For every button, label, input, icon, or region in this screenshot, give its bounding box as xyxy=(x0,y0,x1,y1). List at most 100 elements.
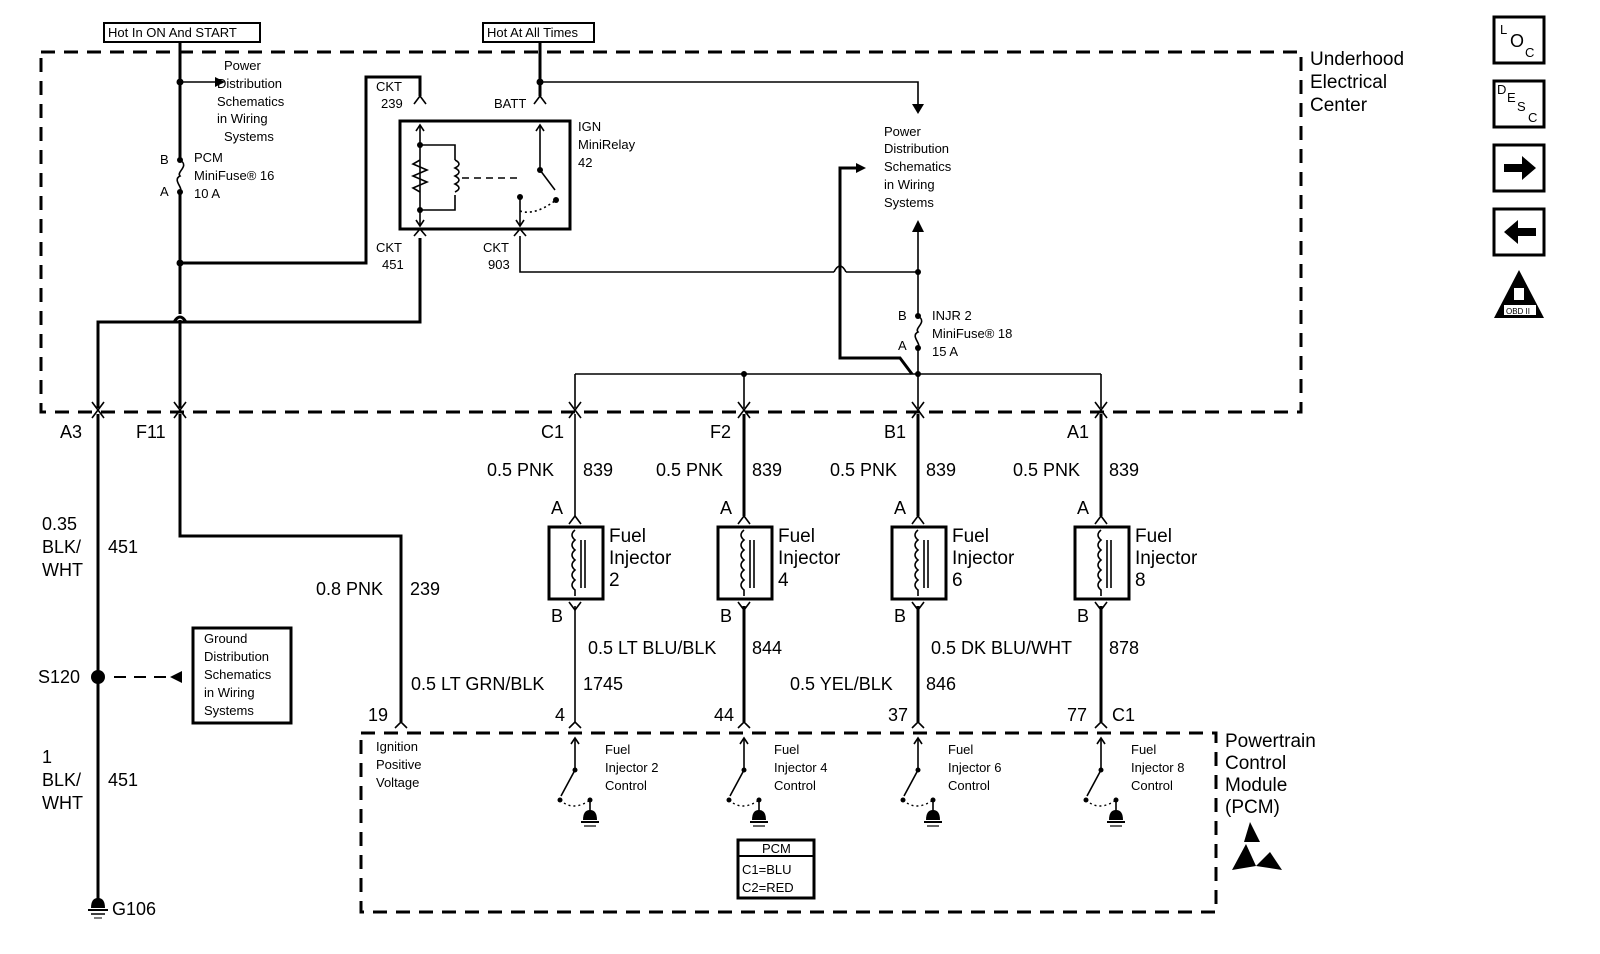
svg-text:Schematics: Schematics xyxy=(204,667,272,682)
svg-text:Systems: Systems xyxy=(884,195,934,210)
svg-text:B: B xyxy=(898,308,907,323)
svg-text:MiniFuse® 16: MiniFuse® 16 xyxy=(194,168,274,183)
svg-text:239: 239 xyxy=(381,96,403,111)
svg-text:239: 239 xyxy=(410,579,440,599)
svg-text:BLK/: BLK/ xyxy=(42,770,81,790)
pcm-minifuse: B A PCM MiniFuse® 16 10 A xyxy=(160,150,274,201)
pin-b-label: B xyxy=(894,606,906,626)
ground-icon xyxy=(1107,810,1125,827)
svg-text:0.35: 0.35 xyxy=(42,514,77,534)
fuel-injector-icon xyxy=(1073,525,1131,601)
pcm-connector-c1: C1 xyxy=(1112,705,1135,725)
svg-text:Powertrain: Powertrain xyxy=(1225,731,1316,752)
driver-label: Fuel xyxy=(1131,742,1156,757)
ground-icon xyxy=(750,810,768,827)
injr-minifuse: B A INJR 2 MiniFuse® 18 15 A xyxy=(898,308,1012,359)
svg-text:Module: Module xyxy=(1225,775,1287,796)
svg-text:Electrical: Electrical xyxy=(1310,72,1387,93)
svg-text:Positive: Positive xyxy=(376,757,422,772)
pin-a-label: A xyxy=(551,498,563,518)
svg-text:(PCM): (PCM) xyxy=(1225,797,1280,818)
injector-name: Fuel xyxy=(1135,526,1172,547)
svg-text:PCM: PCM xyxy=(194,150,223,165)
fuel-injector-icon xyxy=(890,525,948,601)
svg-text:A: A xyxy=(898,338,907,353)
arrow-left-icon xyxy=(1504,220,1536,244)
svg-text:451: 451 xyxy=(382,257,404,272)
fuel-injector-icon xyxy=(547,525,605,601)
pcm-boundary xyxy=(359,731,1218,914)
power-distribution-ref-1: Power Distribution Schematics in Wiring … xyxy=(217,58,285,144)
injector-name: Fuel xyxy=(778,526,815,547)
control-wire-color: 0.5 LT BLU/BLK xyxy=(588,638,716,658)
svg-text:42: 42 xyxy=(578,155,592,170)
feed-wire-color: 0.5 PNK xyxy=(830,460,897,480)
feed-wire-color: 0.5 PNK xyxy=(487,460,554,480)
svg-text:451: 451 xyxy=(108,537,138,557)
svg-text:Distribution: Distribution xyxy=(884,141,949,156)
svg-text:L: L xyxy=(1500,22,1507,37)
feed-circuit-number: 839 xyxy=(1109,460,1139,480)
coil-icon xyxy=(453,159,460,193)
ground-distribution-ref: Ground Distribution Schematics in Wiring… xyxy=(191,626,293,725)
svg-text:A: A xyxy=(160,184,169,199)
pcm-connector-legend: PCM C1=BLU C2=RED xyxy=(736,838,816,900)
svg-text:Hot At All Times: Hot At All Times xyxy=(487,25,579,40)
svg-text:C1=BLU: C1=BLU xyxy=(742,862,792,877)
svg-text:Systems: Systems xyxy=(204,703,254,718)
power-distribution-ref-2: Power Distribution Schematics in Wiring … xyxy=(884,124,952,210)
pcm-pin-number: 4 xyxy=(555,705,565,725)
connector-label: A1 xyxy=(1067,422,1089,442)
location-button[interactable]: L O C xyxy=(1492,15,1546,65)
next-page-button[interactable] xyxy=(1492,143,1546,193)
svg-text:O: O xyxy=(1510,31,1524,51)
feed-circuit-number: 839 xyxy=(752,460,782,480)
underhood-boundary xyxy=(39,50,1303,414)
hot-in-on-start-label: Hot In ON And START xyxy=(103,22,261,43)
arrow-icon xyxy=(215,77,225,87)
ign-minirelay: IGN MiniRelay 42 xyxy=(398,119,636,231)
esd-warning-icon xyxy=(1232,822,1282,870)
svg-text:Control: Control xyxy=(605,778,647,793)
svg-text:B: B xyxy=(160,152,169,167)
driver-label: Fuel xyxy=(774,742,799,757)
obd-ii-button[interactable]: OBD II xyxy=(1494,270,1544,318)
svg-text:in Wiring: in Wiring xyxy=(204,685,255,700)
svg-text:in Wiring: in Wiring xyxy=(884,177,935,192)
driver-label: Fuel xyxy=(605,742,630,757)
svg-text:Control: Control xyxy=(1131,778,1173,793)
pcm-title: Powertrain Control Module (PCM) xyxy=(1225,731,1316,818)
svg-text:Control: Control xyxy=(774,778,816,793)
svg-text:MiniFuse® 18: MiniFuse® 18 xyxy=(932,326,1012,341)
svg-text:Distribution: Distribution xyxy=(217,76,282,91)
svg-text:Schematics: Schematics xyxy=(217,94,285,109)
svg-text:Ground: Ground xyxy=(204,631,247,646)
ground-g106-icon xyxy=(88,898,108,919)
svg-text:in Wiring: in Wiring xyxy=(217,111,268,126)
ignition-feed-wire xyxy=(178,414,403,722)
svg-text:Power: Power xyxy=(224,58,262,73)
ground-icon xyxy=(581,810,599,827)
pin-b-label: B xyxy=(1077,606,1089,626)
svg-text:Systems: Systems xyxy=(224,129,274,144)
svg-text:15 A: 15 A xyxy=(932,344,958,359)
ground-wire-upper-label: 0.35 BLK/ WHT 451 xyxy=(42,514,138,580)
control-wire-color: 0.5 LT GRN/BLK xyxy=(411,674,544,694)
connector-label: F2 xyxy=(710,422,731,442)
splice-s120 xyxy=(91,670,105,684)
svg-text:WHT: WHT xyxy=(42,560,83,580)
driver-label: Fuel xyxy=(948,742,973,757)
pcm-pin-number: 44 xyxy=(714,705,734,725)
svg-text:CKT: CKT xyxy=(376,240,402,255)
feed-circuit-number: 839 xyxy=(926,460,956,480)
svg-text:451: 451 xyxy=(108,770,138,790)
description-button[interactable]: D E S C xyxy=(1492,79,1546,129)
pcm-pin-number: 77 xyxy=(1067,705,1087,725)
previous-page-button[interactable] xyxy=(1492,207,1546,257)
svg-text:6: 6 xyxy=(952,570,963,591)
svg-text:Injector 6: Injector 6 xyxy=(948,760,1001,775)
svg-text:CKT: CKT xyxy=(483,240,509,255)
